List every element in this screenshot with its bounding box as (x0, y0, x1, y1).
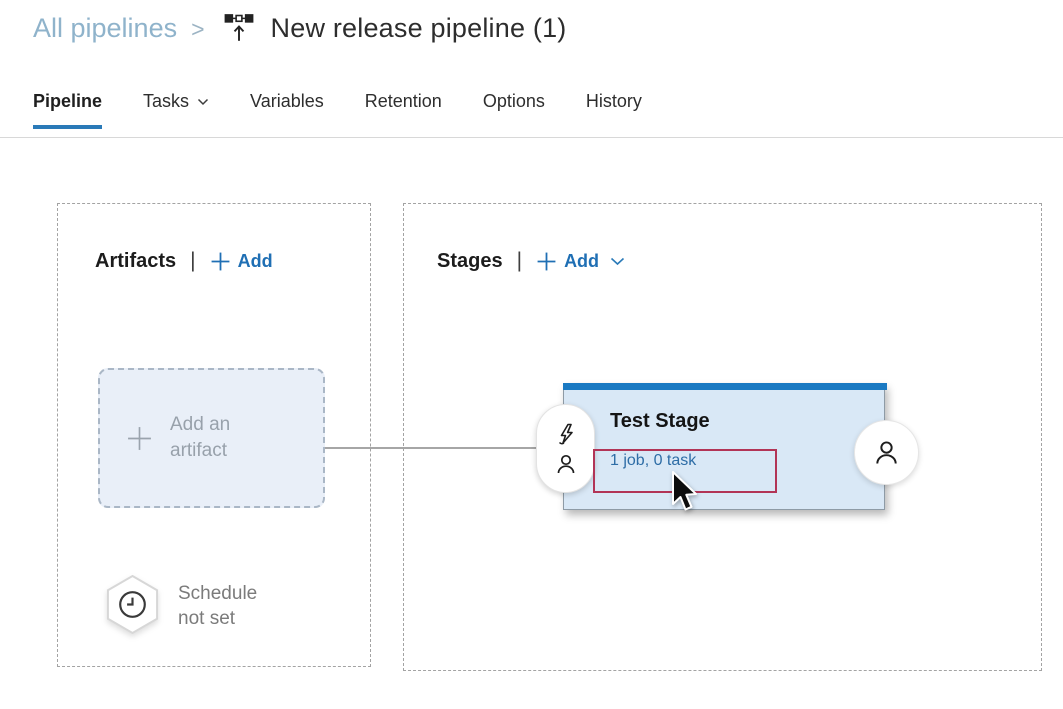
add-artifact-placeholder-label: Add an artifact (170, 414, 231, 461)
plus-icon (128, 426, 151, 450)
stage-card-top-bar (563, 383, 887, 390)
artifacts-panel: Artifacts | Add Add an artifact (57, 203, 371, 667)
stage-card-test-stage[interactable]: Test Stage 1 job, 0 task (563, 383, 887, 510)
pre-deployment-conditions-button[interactable] (536, 404, 595, 493)
tab-retention[interactable]: Retention (364, 91, 442, 111)
plus-icon (537, 252, 556, 270)
stages-panel: Stages | Add (403, 203, 1042, 671)
tab-bar: Pipeline Tasks Variables Retention Optio… (33, 91, 642, 129)
tab-history[interactable]: History (585, 91, 642, 111)
chevron-down-icon (611, 257, 625, 265)
chevron-down-icon (198, 98, 209, 105)
release-pipeline-icon (224, 14, 253, 41)
stages-panel-header: Stages | Add (437, 249, 625, 273)
tab-variables[interactable]: Variables (250, 91, 324, 111)
person-icon (557, 454, 574, 474)
page-title: New release pipeline (1) (270, 12, 567, 43)
artifacts-title: Artifacts (95, 249, 177, 272)
stages-title: Stages (437, 249, 503, 272)
add-artifact-placeholder[interactable]: Add an artifact (98, 368, 325, 508)
schedule-label: Schedule not set (178, 583, 258, 629)
breadcrumb-separator: > (191, 15, 205, 42)
stage-jobs-tasks-link[interactable]: 1 job, 0 task (610, 452, 697, 469)
pipe-separator: | (190, 249, 196, 272)
breadcrumb: All pipelines > New release pipeline (1) (33, 12, 566, 44)
schedule-trigger[interactable]: Schedule not set (104, 574, 257, 640)
person-icon (876, 441, 897, 464)
lightning-trigger-icon (558, 423, 573, 445)
pipe-separator: | (516, 249, 523, 272)
artifact-stage-connector-line (324, 447, 540, 449)
plus-icon (211, 252, 230, 270)
clock-in-hexagon-icon (104, 574, 161, 640)
add-artifact-button[interactable]: Add (210, 251, 273, 272)
tab-pipeline[interactable]: Pipeline (33, 91, 103, 129)
add-stage-button[interactable]: Add (536, 251, 625, 272)
post-deployment-conditions-button[interactable] (854, 420, 919, 485)
tab-options[interactable]: Options (482, 91, 545, 111)
mouse-cursor (672, 471, 697, 511)
breadcrumb-all-pipelines-link[interactable]: All pipelines (33, 12, 178, 43)
stage-name: Test Stage (610, 410, 710, 432)
artifacts-panel-header: Artifacts | Add (95, 249, 273, 273)
tab-tasks[interactable]: Tasks (143, 91, 209, 129)
tab-bar-divider (0, 137, 1063, 138)
